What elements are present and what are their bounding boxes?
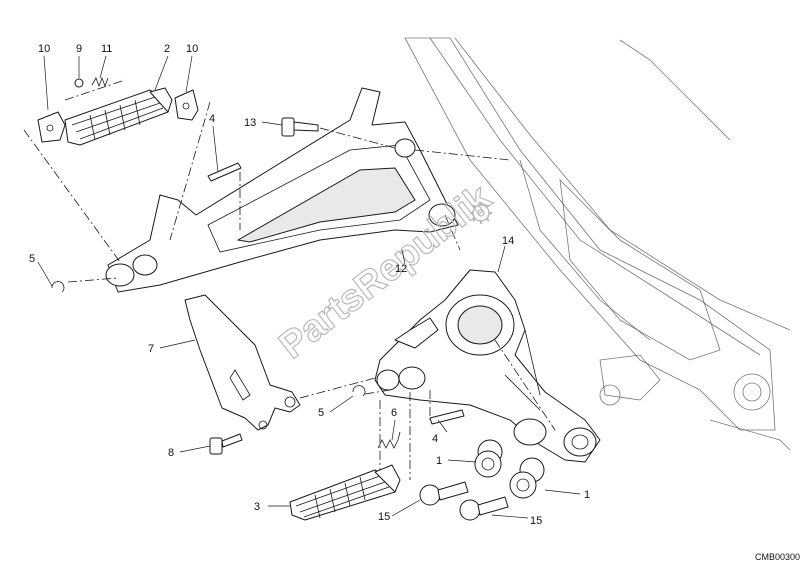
callout-5-lower: 5 (318, 407, 324, 419)
callout-10-right: 10 (186, 43, 198, 55)
callout-1-left: 1 (436, 455, 442, 467)
callout-4-upper: 4 (209, 113, 215, 125)
pin-upper (207, 162, 242, 182)
spring-upper (91, 76, 109, 88)
bolt-upper (281, 117, 319, 137)
bolts-lower (419, 481, 509, 521)
detent-ball (74, 78, 84, 88)
callout-10-left: 10 (38, 43, 50, 55)
footpeg-upper (64, 87, 173, 146)
callout-12: 12 (395, 263, 407, 275)
bolt-heelguard (209, 433, 243, 455)
plate-right (174, 89, 199, 121)
drawing-code: CMB00300 (755, 552, 800, 562)
footpeg-bracket-lower (374, 269, 601, 463)
callout-7: 7 (148, 343, 154, 355)
assembly-lines (23, 79, 556, 480)
footpeg-lower (289, 464, 401, 521)
heel-guard (184, 294, 301, 431)
callout-3: 3 (254, 501, 260, 513)
callout-5-upper: 5 (29, 253, 35, 265)
plate-left (37, 111, 66, 143)
callouts: 10 9 11 2 10 13 4 5 12 14 7 5 6 4 8 1 1 … (29, 43, 590, 527)
gear-icon (470, 202, 492, 224)
pin-lower (429, 409, 465, 425)
callout-9: 9 (76, 43, 82, 55)
callout-11: 11 (101, 43, 112, 55)
callout-15-left: 15 (378, 511, 390, 523)
callout-13: 13 (244, 117, 256, 129)
callout-14: 14 (502, 235, 514, 247)
circlip-upper (51, 281, 65, 293)
callout-2: 2 (164, 43, 170, 55)
spring-lower (377, 431, 401, 449)
callout-15-right: 15 (530, 515, 542, 527)
callout-1-right: 1 (584, 489, 590, 501)
callout-4-lower: 4 (432, 433, 438, 445)
leader-lines (37, 55, 581, 519)
rear-frame (404, 37, 791, 451)
bushings (474, 439, 545, 499)
circlip-lower (352, 385, 366, 397)
callout-6: 6 (391, 407, 397, 419)
footpeg-bracket-upper (105, 87, 459, 293)
callout-8: 8 (168, 447, 174, 459)
